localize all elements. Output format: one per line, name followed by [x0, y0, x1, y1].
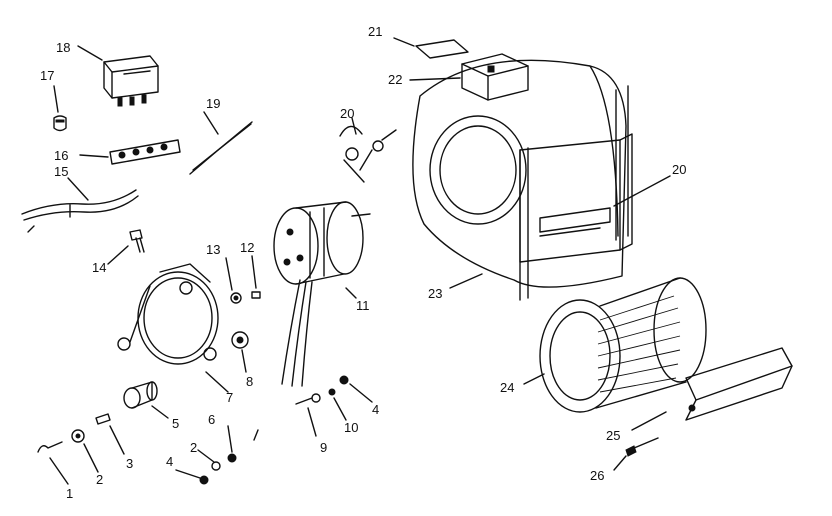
callout-7: 7	[226, 390, 233, 405]
callout-4a: 4	[372, 402, 379, 417]
callout-labels: 18 17 16 19 15 14 13 12 11 20 21 22 20 2…	[40, 24, 686, 501]
callout-6: 6	[208, 412, 215, 427]
part-17-wire-nut	[53, 115, 67, 132]
callout-16: 16	[54, 148, 68, 163]
part-16-terminal-strip	[109, 139, 181, 165]
part-1-2-hardware	[37, 429, 259, 485]
callout-17: 17	[40, 68, 54, 83]
part-7-motor-mount	[117, 263, 219, 365]
part-26-screw	[625, 437, 659, 457]
callout-15: 15	[54, 164, 68, 179]
callout-10: 10	[344, 420, 358, 435]
part-11-motor	[273, 201, 371, 387]
callout-24: 24	[500, 380, 514, 395]
callout-3: 3	[126, 456, 133, 471]
part-14-bolt	[129, 229, 145, 253]
callout-21: 21	[368, 24, 382, 39]
callout-2: 2	[96, 472, 103, 487]
callout-20-upper: 20	[340, 106, 354, 121]
part-12-13-screws	[230, 291, 261, 304]
callout-8: 8	[246, 374, 253, 389]
callout-26: 26	[590, 468, 604, 483]
part-15-harness	[21, 189, 139, 233]
part-21-22-cutoff	[415, 39, 529, 101]
part-20-clips	[339, 125, 397, 183]
part-9-10-hardware	[295, 375, 349, 405]
callout-1: 1	[66, 486, 73, 501]
part-8-grommet	[231, 331, 249, 349]
callout-25: 25	[606, 428, 620, 443]
part-25-shield	[685, 347, 793, 421]
callout-2b: 2	[190, 440, 197, 455]
callout-20-right: 20	[672, 162, 686, 177]
callout-23: 23	[428, 286, 442, 301]
part-24-blower-wheel	[539, 277, 707, 413]
part-18-relay	[103, 55, 159, 107]
part-3-sleeve	[95, 413, 111, 425]
callout-13: 13	[206, 242, 220, 257]
callout-22: 22	[388, 72, 402, 87]
callout-5: 5	[172, 416, 179, 431]
callout-14: 14	[92, 260, 106, 275]
callout-9: 9	[320, 440, 327, 455]
callout-19: 19	[206, 96, 220, 111]
callout-11: 11	[356, 298, 370, 313]
callout-18: 18	[56, 40, 70, 55]
part-23-blower-housing	[412, 59, 633, 301]
callout-12: 12	[240, 240, 254, 255]
part-19-wire	[189, 121, 253, 175]
callout-4b: 4	[166, 454, 173, 469]
part-5-hub	[123, 381, 158, 409]
